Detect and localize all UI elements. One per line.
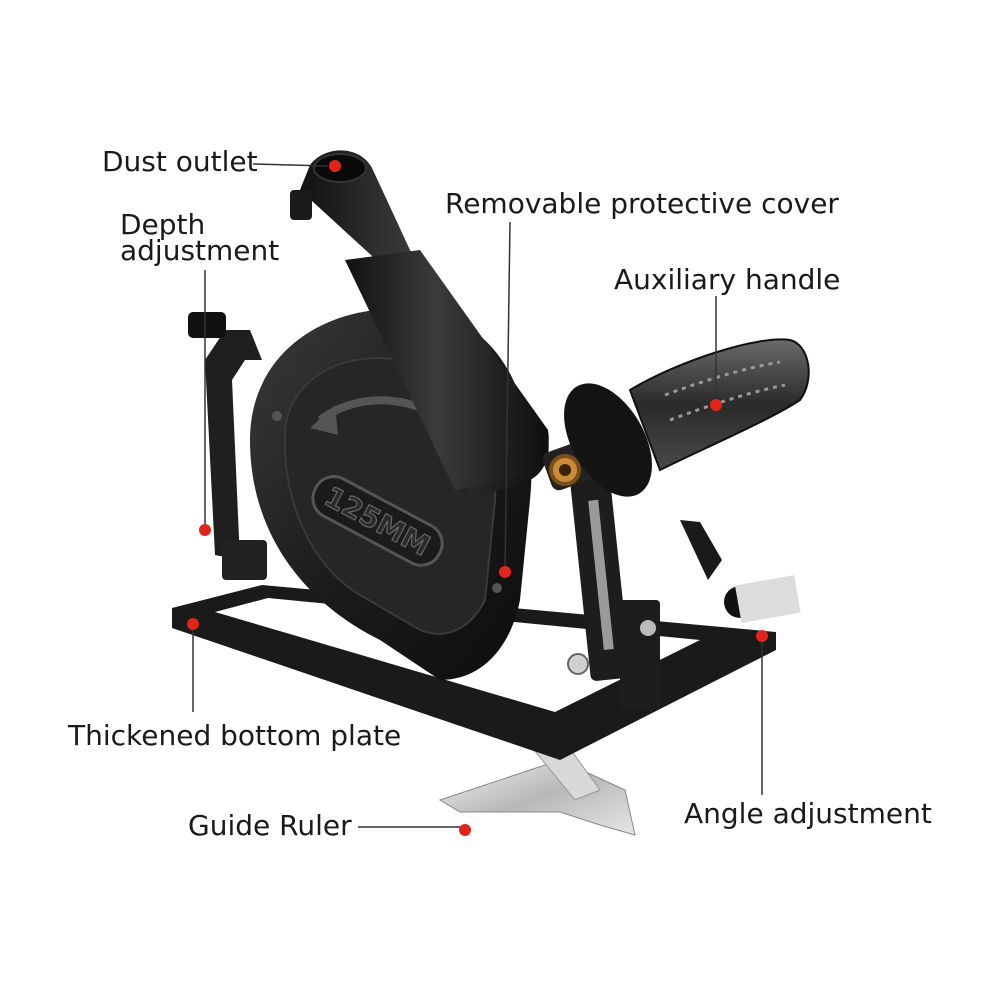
label-depth-line2: adjustment — [120, 234, 280, 267]
angle-scale — [734, 575, 801, 623]
leader-protective-cover — [504, 221, 511, 571]
depth-bracket — [222, 540, 267, 580]
leader-dust-outlet — [252, 163, 329, 167]
marker-bottom-plate — [187, 618, 199, 630]
angle-bracket — [620, 600, 660, 710]
label-depth-line1: Depth — [120, 208, 206, 241]
guard-screw — [492, 583, 502, 593]
label-auxiliary-handle: Auxiliary handle — [614, 263, 841, 296]
guide-ruler-blade — [438, 759, 636, 836]
label-depth-adjustment: Depth adjustment — [120, 208, 280, 267]
dust-tube-body — [345, 250, 549, 490]
label-guide-ruler: Guide Ruler — [188, 809, 352, 842]
guard-screw — [272, 411, 282, 421]
handle-post-highlight — [588, 499, 614, 651]
marker-depth-adjustment — [199, 524, 211, 536]
marker-dust-outlet — [329, 160, 341, 172]
brass-bushing-hole — [559, 464, 571, 476]
dust-outlet-clip — [290, 190, 312, 220]
label-angle-adjustment: Angle adjustment — [684, 797, 932, 830]
label-dust-outlet: Dust outlet — [102, 145, 258, 178]
label-protective-cover: Removable protective cover — [445, 187, 839, 220]
marker-angle-adjustment — [756, 630, 768, 642]
marker-guide-ruler — [459, 824, 471, 836]
adjust-screw — [567, 653, 589, 675]
marker-protective-cover — [499, 566, 511, 578]
handle-guard-disc — [564, 383, 652, 497]
marker-auxiliary-handle — [710, 399, 722, 411]
grip-texture — [669, 383, 786, 422]
depth-knob — [188, 312, 226, 338]
angle-lever — [680, 520, 722, 580]
depth-adjustment-arm — [205, 330, 262, 560]
size-badge — [311, 475, 444, 567]
grip-texture — [664, 360, 781, 397]
wing-nut — [640, 620, 656, 636]
label-bottom-plate: Thickened bottom plate — [68, 719, 402, 752]
rotation-arrow-head — [310, 405, 338, 435]
